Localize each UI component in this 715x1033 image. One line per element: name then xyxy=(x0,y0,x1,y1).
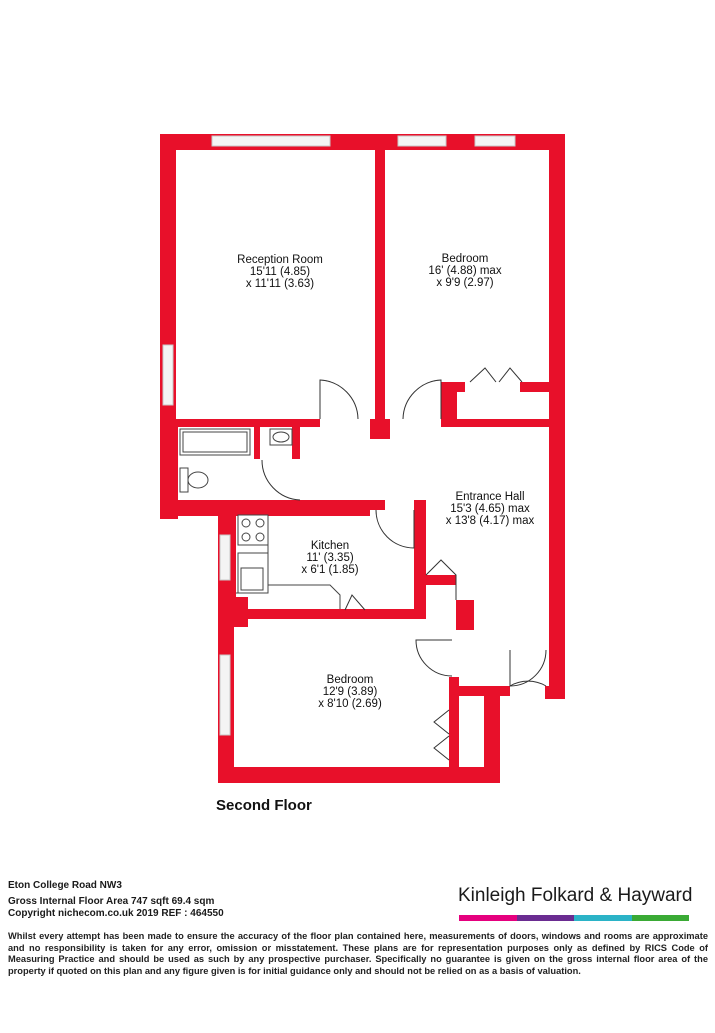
floor-area: Gross Internal Floor Area 747 sqft 69.4 … xyxy=(8,896,215,907)
copyright: Copyright nichecom.co.uk 2019 REF : 4645… xyxy=(8,908,224,919)
address: Eton College Road NW3 xyxy=(8,880,122,891)
brand-bar-segment xyxy=(516,915,574,921)
windows xyxy=(162,135,516,736)
hob-icon xyxy=(237,514,269,546)
disclaimer: Whilst every attempt has been made to en… xyxy=(8,931,708,976)
floor-plan xyxy=(160,134,565,783)
floor-title: Second Floor xyxy=(216,797,312,814)
property-info: Eton College Road NW3 Gross Internal Flo… xyxy=(8,880,708,920)
toilet-icon xyxy=(179,467,189,493)
room-label-reception: Reception Room 15'11 (4.85) x 11'11 (3.6… xyxy=(237,254,323,290)
room-label-kitchen: Kitchen 11' (3.35) x 6'1 (1.85) xyxy=(301,540,359,576)
brand-logo: Kinleigh Folkard & Hayward xyxy=(458,885,693,906)
brand-color-bar xyxy=(459,915,689,921)
room-label-bedroom-2: Bedroom 12'9 (3.89) x 8'10 (2.69) xyxy=(318,674,382,710)
doors xyxy=(261,367,547,761)
fixtures xyxy=(179,428,341,609)
room-label-entrance-hall: Entrance Hall 15'3 (4.65) max x 13'8 (4.… xyxy=(445,491,535,527)
brand-bar-segment xyxy=(459,915,517,921)
brand-bar-segment xyxy=(574,915,632,921)
brand-bar-segment xyxy=(631,915,689,921)
room-label-bedroom-1: Bedroom 16' (4.88) max x 9'9 (2.97) xyxy=(428,253,502,289)
